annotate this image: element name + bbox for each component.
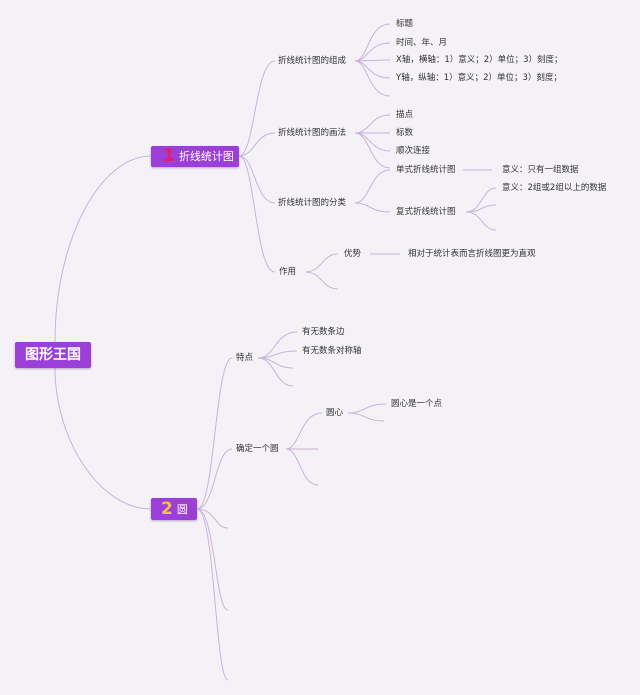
leaf-infinite-symmetry[interactable]: 有无数条对称轴 (302, 346, 362, 356)
leaf-advantage-detail[interactable]: 相对于统计表而言折线图更为直观 (408, 249, 536, 259)
node-single-chart[interactable]: 单式折线统计图 (396, 165, 456, 175)
leaf-y-axis[interactable]: Y轴，纵轴：1）意义；2）单位；3）刻度； (396, 73, 562, 83)
leaf-title[interactable]: 标题 (396, 19, 414, 29)
branch-number: 1 (163, 146, 175, 166)
node-composition[interactable]: 折线统计图的组成 (278, 56, 347, 66)
root-node[interactable]: 图形王国 (15, 342, 91, 368)
leaf-single-meaning[interactable]: 意义：只有一组数据 (502, 165, 579, 175)
branch-label: 圆 (176, 503, 188, 516)
node-types[interactable]: 折线统计图的分类 (278, 198, 347, 208)
leaf-connect[interactable]: 顺次连接 (396, 146, 431, 156)
leaf-compound-meaning[interactable]: 意义：2组或2组以上的数据 (502, 183, 607, 193)
leaf-infinite-edges[interactable]: 有无数条边 (302, 327, 345, 337)
leaf-time[interactable]: 时间、年、月 (396, 38, 448, 48)
branch-number: 2 (161, 499, 173, 519)
branch-label: 折线统计图 (178, 150, 234, 163)
node-compound-chart[interactable]: 复式折线统计图 (396, 207, 456, 217)
leaf-x-axis[interactable]: X轴，横轴：1）意义；2）单位；3）刻度； (396, 55, 563, 65)
node-determine-circle[interactable]: 确定一个圆 (236, 444, 279, 454)
leaf-label-numbers[interactable]: 标数 (396, 128, 414, 138)
leaf-plot-points[interactable]: 描点 (396, 110, 414, 120)
leaf-center-detail[interactable]: 圆心是一个点 (391, 399, 443, 409)
node-center[interactable]: 圆心 (326, 408, 344, 418)
node-use[interactable]: 作用 (279, 267, 297, 277)
node-drawing[interactable]: 折线统计图的画法 (278, 128, 347, 138)
node-advantage[interactable]: 优势 (344, 249, 362, 259)
node-features[interactable]: 特点 (236, 353, 254, 363)
